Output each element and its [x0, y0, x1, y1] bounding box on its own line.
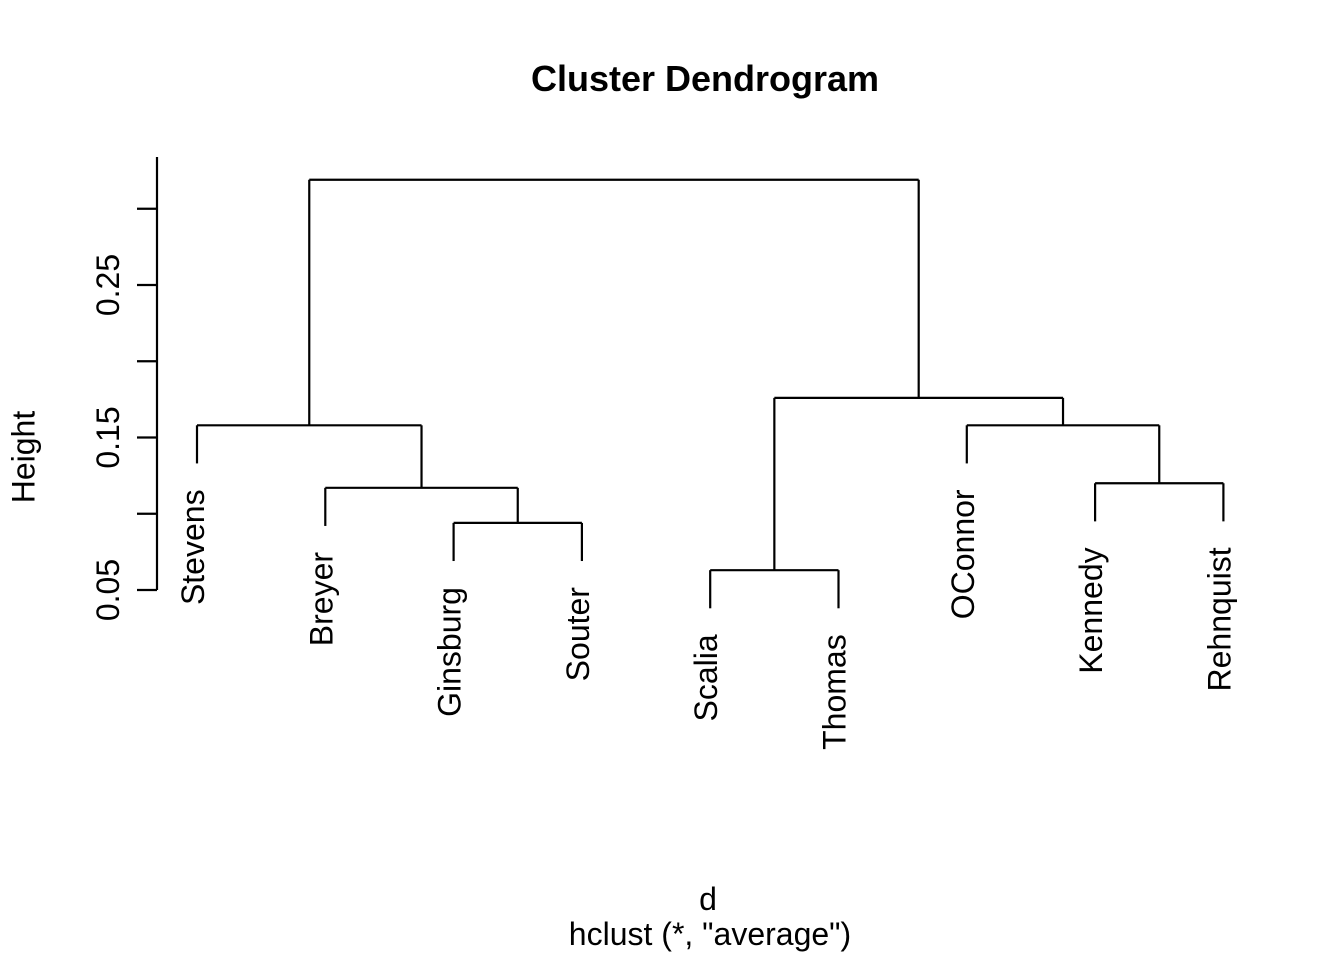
- leaf-label-breyer: Breyer: [303, 552, 339, 647]
- leaf-label-stevens: Stevens: [175, 489, 211, 605]
- plot-title: Cluster Dendrogram: [530, 58, 880, 99]
- leaf-label-scalia: Scalia: [688, 634, 724, 721]
- caption-xlab: d: [699, 881, 717, 917]
- leaf-label-souter: Souter: [560, 587, 596, 682]
- leaf-label-rehnquist: Rehnquist: [1201, 547, 1237, 691]
- y-tick-label-0.15: 0.15: [90, 406, 126, 468]
- y-tick-label-0.05: 0.05: [90, 559, 126, 621]
- leaf-label-kennedy: Kennedy: [1073, 547, 1109, 673]
- y-tick-label-0.25: 0.25: [90, 254, 126, 316]
- caption-sub: hclust (*, "average"): [568, 916, 852, 952]
- y-axis-title: Height: [5, 410, 42, 504]
- leaf-label-oconnor: OConnor: [945, 489, 981, 619]
- leaf-label-thomas: Thomas: [817, 634, 853, 750]
- leaf-label-ginsburg: Ginsburg: [432, 587, 468, 717]
